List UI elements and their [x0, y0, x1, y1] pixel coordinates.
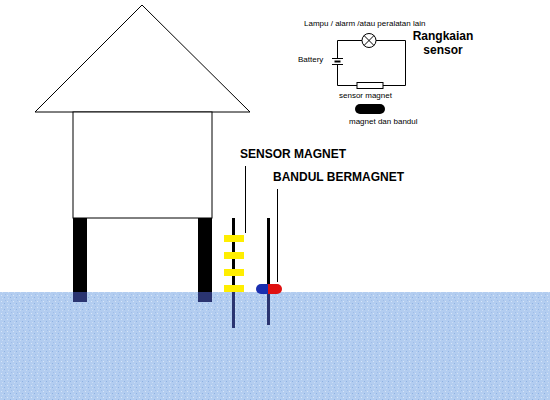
magnet-sensor — [224, 269, 244, 276]
battery-label: Battery — [298, 55, 323, 64]
sensor-label: sensor magnet — [339, 91, 392, 100]
magnet-sensor — [224, 285, 244, 292]
sensor-pole-submerged — [232, 292, 235, 328]
magnet-sensor — [224, 252, 244, 259]
water — [0, 292, 550, 400]
pendulum-pole-submerged — [267, 292, 270, 325]
magnet-pendulum — [256, 284, 268, 294]
house-wall — [73, 112, 212, 218]
lamp-label: Lampu / alarm /atau peralatan lain — [304, 19, 425, 28]
battery-symbol — [335, 61, 341, 63]
part-label: SENSOR MAGNET — [240, 148, 346, 162]
circuit-title: Rangkaian sensor — [410, 30, 476, 58]
magnet-symbol — [355, 104, 385, 114]
leader-line — [245, 166, 246, 233]
house-leg — [73, 218, 87, 292]
lamp-symbol — [362, 34, 376, 48]
house-leg — [198, 218, 212, 292]
sensor-symbol — [357, 83, 383, 89]
magnet-pendulum — [268, 284, 282, 294]
roof — [35, 5, 250, 112]
part-label: BANDUL BERMAGNET — [273, 171, 404, 185]
sensor-circuit — [332, 34, 406, 89]
house-leg-submerged — [73, 292, 87, 302]
pendulum-pole — [267, 218, 270, 292]
house-leg-submerged — [198, 292, 212, 302]
magnet-label: magnet dan bandul — [349, 117, 418, 126]
magnet-sensor — [224, 235, 244, 242]
battery-symbol — [332, 64, 343, 65]
battery-symbol — [332, 58, 343, 59]
leader-line — [277, 189, 278, 282]
